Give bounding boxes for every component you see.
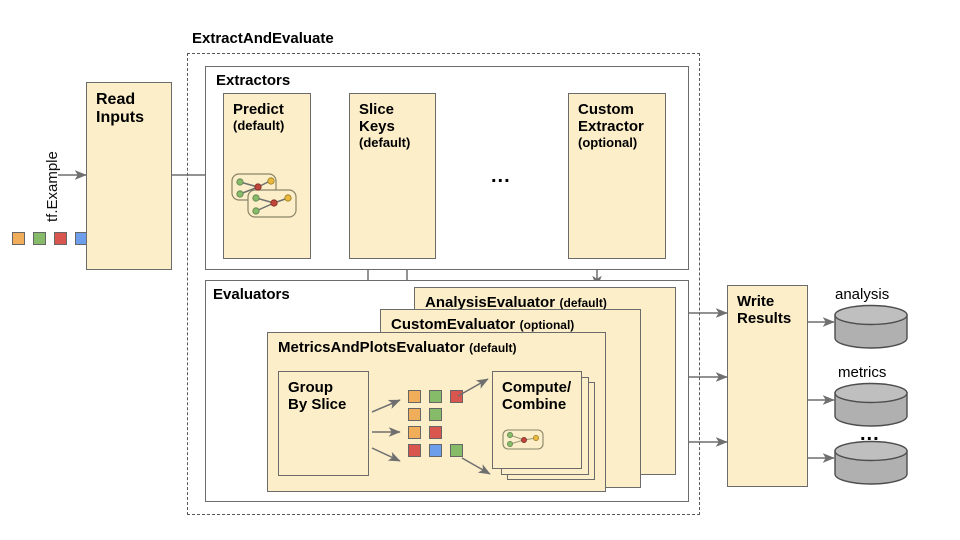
output-cylinder-analysis xyxy=(834,304,908,349)
extractor-slice-keys-qualifier: (default) xyxy=(359,134,411,150)
extractor-slice-keys-title: Slice Keys xyxy=(359,101,395,135)
slice-square-orange xyxy=(408,408,421,421)
extractor-slice-keys-box[interactable]: Slice Keys (default) xyxy=(349,93,436,259)
legend-square-green xyxy=(33,232,46,245)
legend-square-orange xyxy=(12,232,25,245)
output-label-metrics: metrics xyxy=(838,364,887,381)
output-cylinder-metrics xyxy=(834,382,908,427)
analysis-evaluator-qualifier: (default) xyxy=(559,296,607,310)
compute-combine-title: Compute/ Combine xyxy=(502,379,572,413)
extractors-label: Extractors xyxy=(216,72,291,89)
legend-square-red xyxy=(54,232,67,245)
extract-and-evaluate-label: ExtractAndEvaluate xyxy=(192,30,334,47)
slice-square-orange xyxy=(408,390,421,403)
metrics-evaluator-qualifier: (default) xyxy=(469,341,517,355)
slice-square-orange xyxy=(408,426,421,439)
write-results-box[interactable]: Write Results xyxy=(727,285,808,487)
output-label-more: ... xyxy=(860,423,880,445)
extractor-custom-box[interactable]: Custom Extractor (optional) xyxy=(568,93,666,259)
slice-square-row xyxy=(408,444,463,457)
compute-combine-graph-icon xyxy=(502,429,544,450)
extractor-predict-box[interactable]: Predict (default) xyxy=(223,93,311,259)
slice-square-row xyxy=(408,408,463,421)
custom-evaluator-qualifier: (optional) xyxy=(519,318,575,332)
slice-square-red xyxy=(450,390,463,403)
extractors-ellipsis: ... xyxy=(491,165,511,187)
predict-graph-icon xyxy=(231,173,297,218)
extractor-predict-qualifier: (default) xyxy=(233,117,285,133)
write-results-title: Write Results xyxy=(737,293,792,327)
input-legend-squares xyxy=(12,232,88,245)
slice-square-row xyxy=(408,426,463,439)
slice-square-green xyxy=(429,408,442,421)
slice-square-green xyxy=(450,444,463,457)
slice-square-red xyxy=(408,444,421,457)
extractor-predict-title: Predict xyxy=(233,101,284,118)
extract-and-evaluate-container xyxy=(187,53,700,515)
slice-squares-grid xyxy=(408,390,463,457)
extractor-custom-title: Custom Extractor xyxy=(578,101,644,135)
evaluators-label: Evaluators xyxy=(213,286,290,303)
slice-square-red xyxy=(429,426,442,439)
extractor-custom-qualifier: (optional) xyxy=(578,134,638,150)
output-label-analysis: analysis xyxy=(835,286,890,303)
analysis-evaluator-title: AnalysisEvaluator xyxy=(425,294,556,311)
slice-square-green xyxy=(429,390,442,403)
slice-square-row xyxy=(408,390,463,403)
custom-evaluator-title: CustomEvaluator xyxy=(391,316,516,333)
group-by-slice-title: Group By Slice xyxy=(288,379,347,413)
slice-square-blue xyxy=(429,444,442,457)
read-inputs-title: Read Inputs xyxy=(96,91,144,126)
output-cylinder-more xyxy=(834,440,908,485)
metrics-evaluator-title: MetricsAndPlotsEvaluator xyxy=(278,339,465,356)
group-by-slice-box[interactable]: Group By Slice xyxy=(278,371,369,476)
compute-combine-box[interactable]: Compute/ Combine xyxy=(492,371,582,469)
read-inputs-box[interactable]: Read Inputs xyxy=(86,82,172,270)
